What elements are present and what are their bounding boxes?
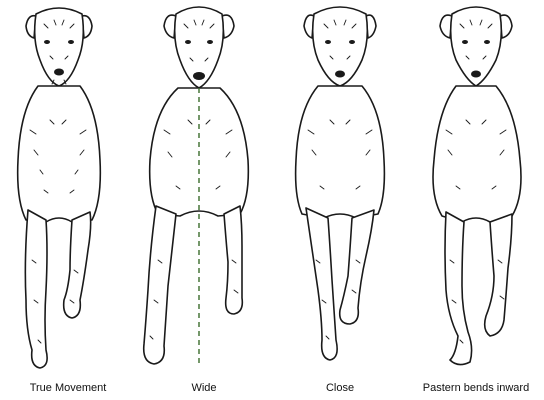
right-foreleg bbox=[485, 214, 512, 336]
left-eye bbox=[44, 40, 50, 44]
left-foreleg bbox=[306, 208, 337, 360]
nose bbox=[471, 71, 481, 78]
right-eye bbox=[349, 40, 355, 44]
panel-close: Close bbox=[272, 0, 408, 400]
left-foreleg bbox=[144, 206, 176, 364]
right-foreleg bbox=[64, 212, 91, 318]
caption-pastern-bends-inward: Pastern bends inward bbox=[408, 380, 544, 396]
body bbox=[433, 86, 521, 222]
nose bbox=[54, 69, 64, 76]
dog-wide-drawing bbox=[136, 0, 272, 372]
right-eye bbox=[68, 40, 74, 44]
panel-pastern-bends-inward: Pastern bends inward bbox=[408, 0, 544, 400]
nose bbox=[335, 71, 345, 78]
caption-true-movement: True Movement bbox=[0, 380, 136, 396]
left-foreleg bbox=[445, 212, 472, 365]
right-eye bbox=[484, 40, 490, 44]
left-eye bbox=[462, 40, 468, 44]
body bbox=[18, 86, 101, 222]
left-foreleg bbox=[25, 210, 47, 368]
dog-close-drawing bbox=[272, 0, 408, 372]
caption-wide: Wide bbox=[136, 380, 272, 396]
nose bbox=[193, 72, 205, 80]
caption-close: Close bbox=[272, 380, 408, 396]
left-eye bbox=[325, 40, 331, 44]
dog-pastern-bends-inward-drawing bbox=[408, 0, 544, 372]
right-eye bbox=[207, 40, 213, 44]
left-eye bbox=[185, 40, 191, 44]
right-foreleg bbox=[340, 210, 374, 324]
right-foreleg bbox=[224, 206, 242, 314]
body bbox=[296, 86, 385, 218]
panel-true-movement: True Movement bbox=[0, 0, 136, 400]
panel-wide: Wide bbox=[136, 0, 272, 400]
dog-true-movement-drawing bbox=[0, 0, 136, 372]
